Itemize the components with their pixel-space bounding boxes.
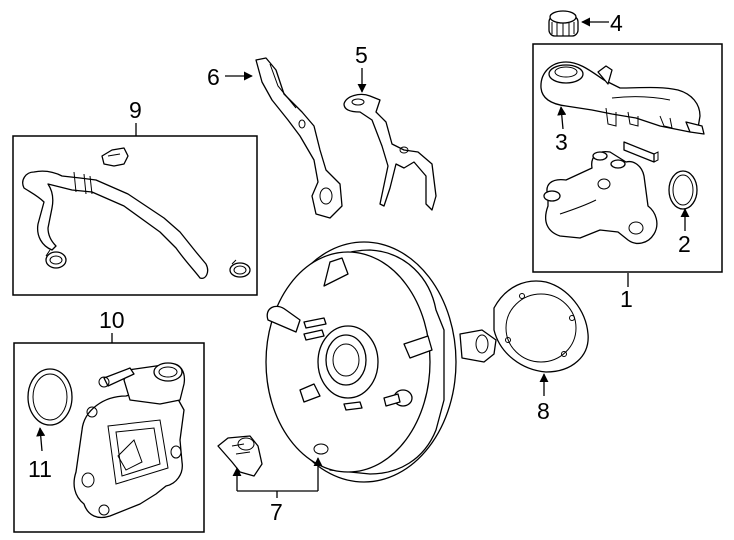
leader-11 bbox=[36, 427, 46, 452]
callout-5: 5 bbox=[355, 42, 368, 68]
callout-11: 11 bbox=[28, 456, 52, 482]
master-cylinder bbox=[543, 150, 658, 245]
callout-9: 9 bbox=[129, 97, 142, 123]
callout-2: 2 bbox=[678, 231, 691, 257]
vacuum-pump bbox=[73, 362, 186, 519]
bracket-5 bbox=[343, 93, 437, 211]
callout-6: 6 bbox=[207, 64, 220, 90]
vacuum-hose bbox=[22, 170, 209, 279]
hose-clamp-left bbox=[45, 249, 67, 269]
vacuum-pump-group-box bbox=[13, 342, 205, 533]
reservoir-cap bbox=[548, 10, 579, 37]
o-ring-seal bbox=[668, 170, 698, 210]
hose-clamp-right bbox=[229, 259, 251, 278]
check-valve bbox=[217, 435, 263, 477]
booster-gasket bbox=[493, 280, 589, 373]
callout-7: 7 bbox=[270, 499, 283, 525]
pump-gasket bbox=[27, 368, 73, 426]
hose-clip-upper bbox=[101, 147, 129, 167]
brake-booster bbox=[265, 241, 497, 483]
callout-1: 1 bbox=[620, 286, 633, 312]
callout-10: 10 bbox=[99, 307, 125, 333]
callout-4: 4 bbox=[610, 10, 623, 36]
brake-fluid-reservoir bbox=[540, 61, 705, 135]
master-cylinder-group-box bbox=[532, 43, 723, 273]
callout-8: 8 bbox=[537, 398, 550, 424]
leader-3 bbox=[557, 106, 567, 130]
callout-3: 3 bbox=[555, 129, 568, 155]
vacuum-hose-group-box bbox=[12, 135, 258, 296]
bracket-6 bbox=[255, 57, 343, 219]
seal-strip bbox=[623, 141, 659, 163]
